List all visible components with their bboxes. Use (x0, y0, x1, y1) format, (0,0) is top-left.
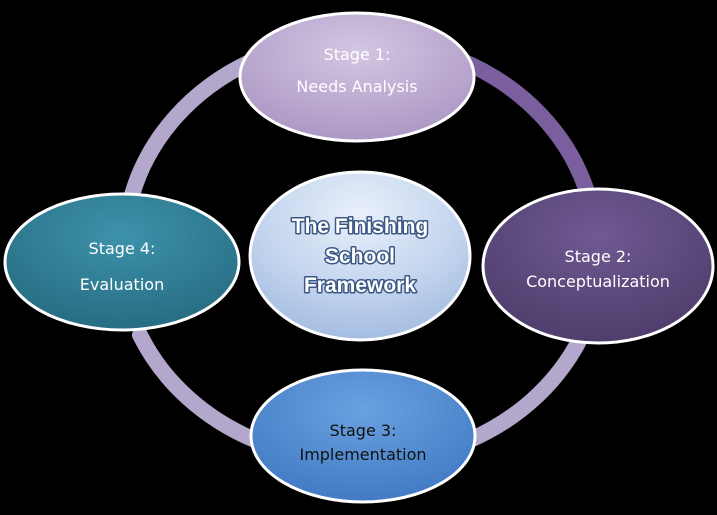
stage-4-label: Evaluation (80, 275, 164, 294)
stage-2-node: Stage 2: Conceptualization (481, 187, 715, 345)
center-title-line-3: Framework (304, 274, 416, 297)
stage-1-ellipse (238, 11, 476, 143)
ring-arc-stage1-to-stage2 (452, 52, 596, 203)
center-title-line-2: School (325, 245, 395, 268)
stage-2-label: Conceptualization (526, 272, 670, 291)
ring-arc-stage2-to-stage3 (462, 327, 590, 448)
center-ellipse (248, 170, 472, 342)
stage-4-node: Stage 4: Evaluation (3, 192, 241, 332)
center-title-line-1: The Finishing (292, 215, 429, 238)
stage-1-label: Needs Analysis (296, 77, 417, 96)
ring-arc-stage3-to-stage4 (132, 327, 263, 448)
stage-4-number: Stage 4: (89, 239, 156, 258)
stage-3-label: Implementation (299, 445, 426, 464)
ring-arc-stage4-to-stage1 (124, 54, 258, 203)
stage-3-ellipse (249, 368, 477, 504)
stage-4-ellipse (3, 192, 241, 332)
stage-1-number: Stage 1: (324, 45, 391, 64)
stage-3-number: Stage 3: (330, 421, 397, 440)
stage-2-number: Stage 2: (565, 247, 632, 266)
center-title: The Finishing School Framework (290, 214, 430, 299)
stage-1-node: Stage 1: Needs Analysis (238, 11, 476, 143)
stage-3-node: Stage 3: Implementation (249, 368, 477, 504)
stage-2-ellipse (481, 187, 715, 345)
center-node: The Finishing School Framework (248, 170, 472, 342)
cycle-ring (124, 52, 596, 448)
